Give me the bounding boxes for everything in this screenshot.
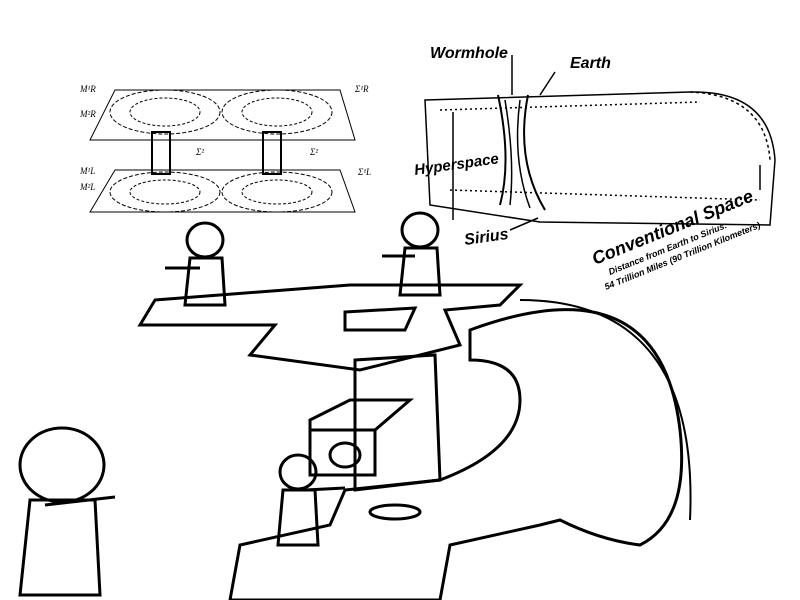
inset-label-m-r1: M¹R [79,84,96,94]
character-4 [18,426,116,597]
character-3 [276,453,346,547]
inset-label-m-r2: M²R [79,109,96,119]
inset-label-sigma-mid-left: Σ² [195,147,204,157]
inset-label-sigma-l: Σ¹L [357,167,371,177]
label-earth: Earth [570,55,611,72]
hyperspace-sheet [424,55,776,231]
characters [18,211,442,597]
character-2 [382,211,442,297]
inset-label-sigma-mid-right: Σ² [309,147,318,157]
inset-wormhole-diagram [89,89,356,213]
inset-label-m-l2: M²L [79,182,95,192]
label-sirius: Sirius [463,226,509,249]
character-5 [328,441,362,469]
inset-label-m-l1: M¹L [79,166,95,176]
label-wormhole: Wormhole [430,45,508,62]
inset-label-sigma-r: Σ¹R [354,84,369,94]
platforms [137,283,692,600]
character-1 [165,221,227,307]
label-hyperspace: Hyperspace [413,150,500,179]
